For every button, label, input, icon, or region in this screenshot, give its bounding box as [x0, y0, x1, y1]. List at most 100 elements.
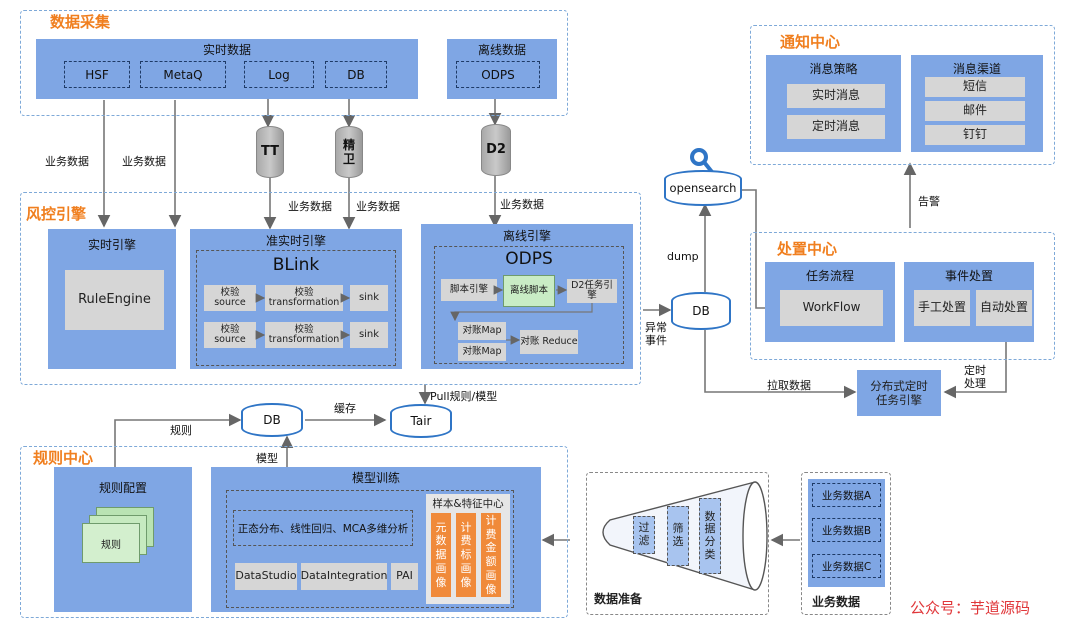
validate-source-2[interactable]: 校验 source: [204, 322, 256, 348]
message-strategy-title: 消息策略: [809, 62, 858, 76]
reconcile-map-1[interactable]: 对账Map: [458, 322, 506, 340]
rule-doc[interactable]: 规则: [82, 523, 140, 563]
feature-billing-profile[interactable]: 计费标画像: [456, 513, 476, 597]
channel-sms[interactable]: 短信: [925, 77, 1025, 97]
message-channel-title: 消息渠道: [952, 62, 1001, 76]
script-engine[interactable]: 脚本引擎: [441, 279, 497, 301]
business-data-title: 业务数据: [812, 595, 861, 609]
label-abnormal-event: 异常事件: [645, 321, 667, 347]
offline-data-box: 离线数据: [447, 39, 557, 99]
source-hsf[interactable]: HSF: [64, 61, 130, 88]
rule-engine[interactable]: RuleEngine: [65, 270, 164, 330]
label-business-data: 业务数据: [45, 155, 89, 168]
label-business-data: 业务数据: [500, 198, 544, 211]
near-realtime-engine-title: 准实时引擎: [265, 234, 326, 248]
label-business-data: 业务数据: [288, 200, 332, 213]
risk-engine-title: 风控引擎: [26, 205, 87, 223]
reconcile-reduce[interactable]: 对账 Reduce: [520, 330, 578, 354]
search-icon: [690, 148, 714, 174]
validate-transformation-1[interactable]: 校验 transformation: [265, 285, 343, 311]
disposal-center-title: 处置中心: [777, 240, 838, 258]
analysis-methods[interactable]: 正态分布、线性回归、MCA多维分析: [233, 510, 413, 546]
training-container: [226, 490, 514, 608]
tool-pai[interactable]: PAI: [391, 563, 418, 590]
business-data-b[interactable]: 业务数据B: [812, 518, 881, 542]
task-flow-title: 任务流程: [805, 269, 854, 283]
strategy-timed-message[interactable]: 定时消息: [787, 115, 885, 139]
offline-script-doc[interactable]: 离线脚本: [503, 275, 555, 307]
offline-engine-title: 离线引擎: [502, 229, 551, 243]
watermark: 公众号：芋道源码: [910, 599, 1031, 617]
step-classify[interactable]: 数据分类: [699, 498, 721, 574]
source-log[interactable]: Log: [244, 61, 314, 88]
realtime-engine-title: 实时引擎: [87, 238, 136, 252]
rule-center-title: 规则中心: [33, 449, 94, 467]
feature-amount-profile[interactable]: 计费金额画像: [481, 513, 501, 597]
label-rules: 规则: [170, 424, 192, 437]
label-dump: dump: [667, 250, 699, 263]
center-db[interactable]: DB: [671, 292, 731, 330]
label-pull-rules-model: Pull规则/模型: [430, 390, 498, 403]
source-odps[interactable]: ODPS: [456, 61, 540, 88]
auto-disposal[interactable]: 自动处置: [976, 290, 1032, 326]
label-cache: 缓存: [334, 402, 356, 415]
label-model: 模型: [256, 452, 278, 465]
d2-cylinder[interactable]: D2: [481, 124, 511, 176]
risk-engine-region: [20, 192, 641, 385]
manual-disposal[interactable]: 手工处置: [914, 290, 970, 326]
odps-container: [434, 246, 624, 364]
channel-dingtalk[interactable]: 钉钉: [925, 125, 1025, 145]
label-timed-process: 定时处理: [964, 364, 986, 390]
business-data-box: [808, 479, 885, 587]
disposal-center-region: [750, 232, 1055, 360]
blink-title: BLink: [272, 255, 320, 275]
validate-transformation-2[interactable]: 校验 transformation: [265, 322, 343, 348]
reconcile-map-2[interactable]: 对账Map: [458, 343, 506, 361]
label-pull-data: 拉取数据: [767, 379, 811, 392]
sink-2[interactable]: sink: [350, 322, 388, 348]
rule-center-region: [20, 446, 568, 618]
blink-container: [196, 250, 396, 366]
business-data-region: [801, 472, 891, 615]
step-screen[interactable]: 筛选: [667, 506, 689, 566]
offline-data-title: 离线数据: [477, 43, 526, 57]
feature-metadata-profile[interactable]: 元数据画像: [431, 513, 451, 597]
feature-center-title: 样本&特征中心: [432, 498, 504, 510]
realtime-data-title: 实时数据: [202, 43, 251, 57]
workflow[interactable]: WorkFlow: [780, 290, 883, 326]
label-business-data: 业务数据: [122, 155, 166, 168]
realtime-data-box: 实时数据: [36, 39, 418, 99]
distributed-scheduler[interactable]: 分布式定时任务引擎: [857, 370, 941, 416]
notification-center-title: 通知中心: [780, 33, 841, 51]
business-data-a[interactable]: 业务数据A: [812, 483, 881, 507]
odps-title: ODPS: [505, 249, 553, 269]
rule-config-title: 规则配置: [98, 481, 147, 495]
validate-source-1[interactable]: 校验 source: [204, 285, 256, 311]
d2-task-engine[interactable]: D2任务引擎: [567, 279, 617, 303]
tool-datastudio[interactable]: DataStudio: [235, 563, 297, 590]
jingwei-cylinder[interactable]: 精卫: [335, 126, 363, 178]
label-business-data: 业务数据: [356, 200, 400, 213]
strategy-realtime-message[interactable]: 实时消息: [787, 84, 885, 108]
tool-dataintegration[interactable]: DataIntegration: [301, 563, 387, 590]
rule-db[interactable]: DB: [241, 403, 303, 437]
source-db[interactable]: DB: [325, 61, 387, 88]
event-disposal-title: 事件处置: [944, 269, 993, 283]
data-prep-region: [586, 472, 769, 615]
step-filter[interactable]: 过滤: [633, 516, 655, 554]
source-metaq[interactable]: MetaQ: [140, 61, 226, 88]
channel-email[interactable]: 邮件: [925, 101, 1025, 121]
data-collection-region: [20, 10, 568, 116]
sink-1[interactable]: sink: [350, 285, 388, 311]
tt-cylinder[interactable]: TT: [256, 126, 284, 178]
business-data-c[interactable]: 业务数据C: [812, 554, 881, 578]
opensearch-db[interactable]: opensearch: [664, 170, 742, 206]
data-collection-title: 数据采集: [50, 13, 111, 31]
notification-center-region: [750, 25, 1055, 165]
model-training-title: 模型训练: [351, 471, 400, 485]
data-prep-title: 数据准备: [594, 592, 643, 606]
tair-cache[interactable]: Tair: [390, 404, 452, 438]
label-alarm: 告警: [918, 195, 940, 208]
